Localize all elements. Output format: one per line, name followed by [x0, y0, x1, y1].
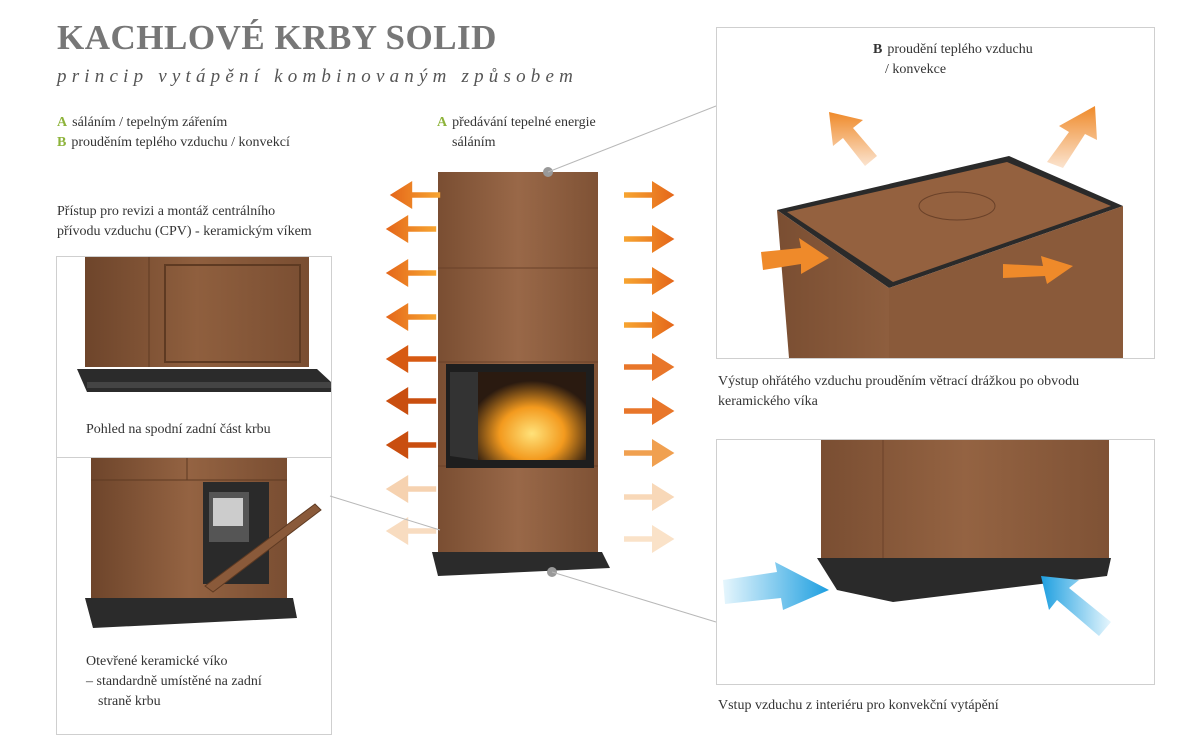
open-lid-caption-line1: Otevřené keramické víko	[86, 654, 228, 669]
inlet-caption: Vstup vzduchu z interiéru pro konvekční …	[718, 698, 999, 713]
outlet-caption-line1: Výstup ohřátého vzduchu prouděním větrac…	[718, 374, 1080, 389]
fireplace-illustration	[385, 167, 675, 577]
rear-bottom-caption: Pohled na spodní zadní část krbu	[86, 422, 271, 437]
legend-text-a: sáláním / tepelným zářením	[72, 115, 228, 130]
page-title: KACHLOVÉ KRBY SOLID	[57, 18, 497, 57]
legend-letter-b: B	[57, 135, 67, 150]
access-caption: Přístup pro revizi a montáž centrálního …	[57, 202, 312, 242]
outlet-caption-line2: keramického víka	[718, 394, 818, 409]
open-lid-caption-line3: straně krbu	[98, 694, 161, 709]
outlet-caption: Výstup ohřátého vzduchu prouděním větrac…	[718, 372, 1079, 412]
page-subtitle: princip vytápění kombinovaným způsobem	[57, 66, 579, 87]
open-lid-caption-line2: – standardně umístěné na zadní	[86, 674, 262, 689]
panel-air-inlet	[716, 439, 1155, 685]
rear-bottom-illustration	[77, 257, 331, 392]
legend-text-b: prouděním teplého vzduchu / konvekcí	[71, 135, 290, 150]
open-lid-caption: Otevřené keramické víko – standardně umí…	[86, 652, 262, 712]
lid-illustration	[761, 106, 1123, 358]
center-label-line2: sáláním	[452, 135, 496, 150]
air-inlet-illustration	[723, 440, 1111, 636]
center-label-line1: předávání tepelné energie	[452, 115, 596, 130]
convection-label-line2: / konvekce	[885, 62, 947, 77]
center-label-letter: A	[437, 115, 448, 130]
panel-rear-bottom-view: Pohled na spodní zadní část krbu	[56, 256, 332, 460]
open-lid-illustration	[85, 458, 322, 628]
radiant-arrows-right	[624, 181, 675, 553]
access-caption-line1: Přístup pro revizi a montáž centrálního	[57, 204, 276, 219]
access-caption-line2: přívodu vzduchu (CPV) - keramickým víkem	[57, 224, 312, 239]
convection-label-letter: B	[873, 42, 883, 57]
radiant-arrows-left	[385, 181, 441, 545]
convection-label-line1: proudění teplého vzduchu	[887, 42, 1033, 57]
panel-open-lid: Otevřené keramické víko – standardně umí…	[56, 457, 332, 735]
legend-letter-a: A	[57, 115, 68, 130]
